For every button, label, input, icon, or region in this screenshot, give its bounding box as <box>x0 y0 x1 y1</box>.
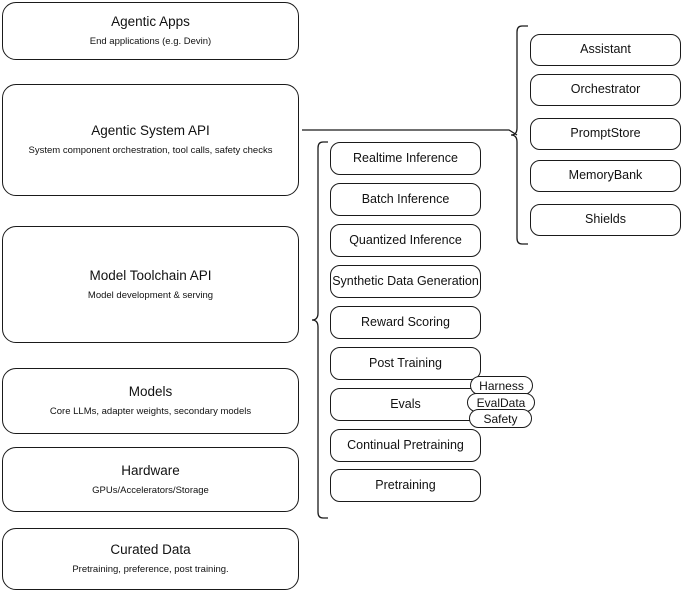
component-label: Shields <box>585 212 626 227</box>
component-label: Assistant <box>580 42 631 57</box>
component-label: MemoryBank <box>568 168 643 183</box>
capability-label: Post Training <box>369 355 442 370</box>
eval-badge-label: Harness <box>479 378 524 393</box>
component-orchestrator[interactable]: Orchestrator <box>530 74 681 106</box>
capability-post-training[interactable]: Post Training <box>330 347 481 380</box>
capability-label: Realtime Inference <box>353 150 458 165</box>
component-promptstore[interactable]: PromptStore <box>530 118 681 150</box>
layer-subtitle: Core LLMs, adapter weights, secondary mo… <box>49 406 252 417</box>
capability-label: Pretraining <box>375 477 436 492</box>
layer-title: Curated Data <box>110 542 191 558</box>
layer-subtitle: GPUs/Accelerators/Storage <box>92 484 209 496</box>
component-label: Orchestrator <box>570 82 641 97</box>
layer-models[interactable]: Models Core LLMs, adapter weights, secon… <box>2 368 299 434</box>
capability-label: Quantized Inference <box>349 232 462 247</box>
layer-agentic-system-api[interactable]: Agentic System API System component orch… <box>2 84 299 196</box>
capability-label: Evals <box>390 396 421 411</box>
component-memorybank[interactable]: MemoryBank <box>530 160 681 192</box>
capability-label: Reward Scoring <box>361 314 450 329</box>
eval-badge-label: EvalData <box>476 395 526 410</box>
link-agentic-system-to-components <box>302 129 518 136</box>
layer-model-toolchain-api[interactable]: Model Toolchain API Model development & … <box>2 226 299 343</box>
layer-subtitle: Pretraining, preference, post training. <box>72 564 229 575</box>
layer-title: Models <box>128 384 173 400</box>
layer-title: Agentic Apps <box>111 14 190 30</box>
capability-pretraining[interactable]: Pretraining <box>330 469 481 502</box>
capability-reward-scoring[interactable]: Reward Scoring <box>330 306 481 339</box>
layer-curated-data[interactable]: Curated Data Pretraining, preference, po… <box>2 528 299 590</box>
component-shields[interactable]: Shields <box>530 204 681 236</box>
capability-synthetic-data-generation[interactable]: Synthetic Data Generation <box>330 265 481 298</box>
layer-title: Model Toolchain API <box>89 267 212 283</box>
layer-subtitle: Model development & serving <box>87 289 214 301</box>
capability-realtime-inference[interactable]: Realtime Inference <box>330 142 481 175</box>
layer-subtitle: End applications (e.g. Devin) <box>89 36 212 47</box>
capability-quantized-inference[interactable]: Quantized Inference <box>330 224 481 257</box>
capability-batch-inference[interactable]: Batch Inference <box>330 183 481 216</box>
layer-title: Agentic System API <box>91 123 210 139</box>
layer-agentic-apps[interactable]: Agentic Apps End applications (e.g. Devi… <box>2 2 299 60</box>
eval-badge-label: Safety <box>483 411 518 426</box>
capability-label: Synthetic Data Generation <box>332 273 479 288</box>
component-assistant[interactable]: Assistant <box>530 34 681 66</box>
layer-subtitle: System component orchestration, tool cal… <box>28 145 273 156</box>
layer-title: Hardware <box>121 462 180 478</box>
eval-badge-safety[interactable]: Safety <box>469 409 532 428</box>
capability-continual-pretraining[interactable]: Continual Pretraining <box>330 429 481 462</box>
layer-hardware[interactable]: Hardware GPUs/Accelerators/Storage <box>2 447 299 512</box>
capability-label: Continual Pretraining <box>347 437 464 452</box>
capability-label: Batch Inference <box>361 191 450 206</box>
brace-toolchain-capabilities <box>311 141 328 519</box>
brace-agentic-components <box>510 25 528 245</box>
capability-evals[interactable]: Evals <box>330 388 481 421</box>
component-label: PromptStore <box>570 126 641 141</box>
